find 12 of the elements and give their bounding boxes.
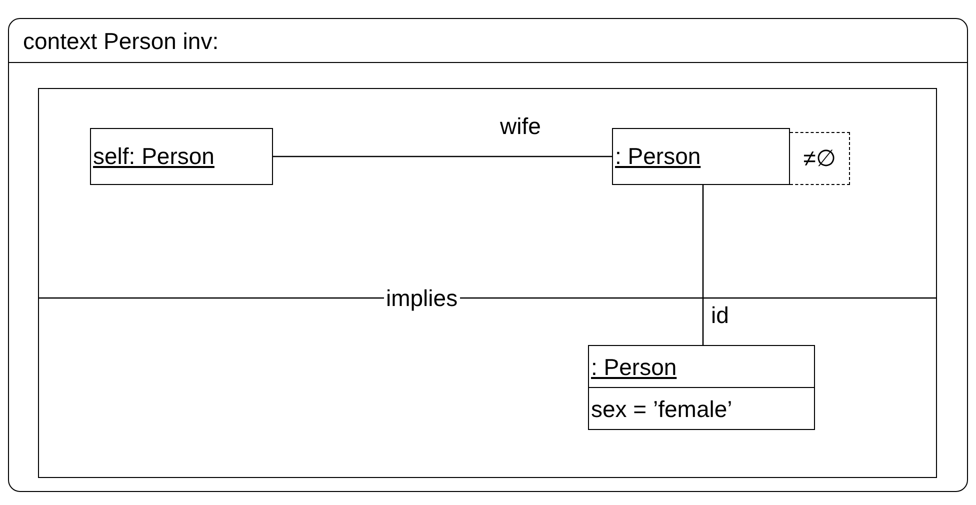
context-heading: context Person inv:	[23, 30, 219, 53]
association-line	[702, 185, 704, 345]
association-line	[273, 156, 612, 158]
object-name: : Person	[591, 356, 677, 379]
object-box	[588, 345, 815, 430]
constraint-box: ≠∅	[790, 132, 850, 185]
object-box: : Person	[612, 128, 790, 185]
context-frame	[8, 18, 968, 492]
diagram-frame	[38, 88, 937, 478]
attribute-text: sex = ’female’	[591, 398, 732, 421]
divider-label: implies	[384, 287, 460, 310]
object-box: self: Person	[90, 128, 273, 185]
